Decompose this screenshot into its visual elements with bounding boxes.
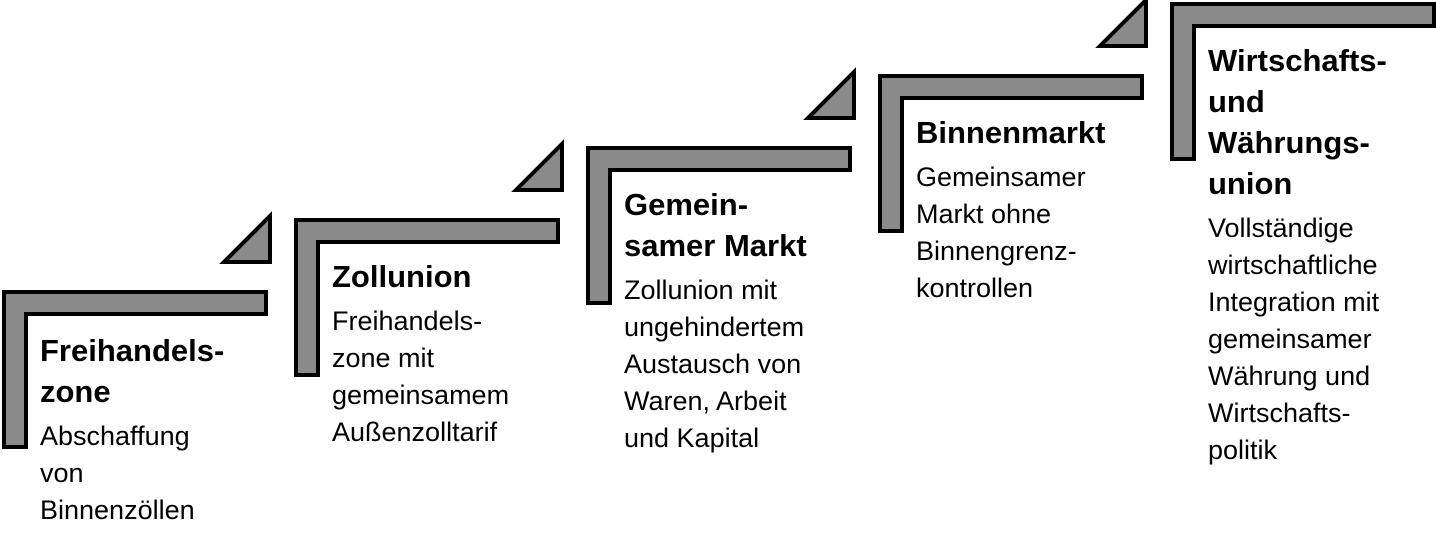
step-5-desc-line-5: Währung und [1208, 361, 1371, 391]
step-5-title-line-3: Währungs- [1208, 125, 1370, 160]
step-5-desc-line-2: wirtschaftliche [1208, 250, 1378, 280]
step-4-desc-line-4: kontrollen [916, 273, 1034, 303]
step-5-title-line-4: union [1208, 166, 1293, 201]
step-5-desc-line-1: Vollständige [1208, 213, 1354, 243]
step-5-desc-line-4: gemeinsamer [1208, 324, 1372, 354]
step-1-title-line-2: zone [40, 374, 111, 409]
step-3-desc-line-5: und Kapital [624, 423, 760, 453]
step-2-bracket [294, 218, 560, 377]
step-4-title: Binnenmarkt [916, 112, 1105, 153]
step-1-desc-line-2: von [40, 458, 84, 488]
step-4-text: Binnenmarkt Gemeinsamer Markt ohne Binne… [916, 112, 1105, 307]
step-1-title-line-1: Freihandels- [40, 333, 225, 368]
step-1-desc-line-3: Binnenzöllen [40, 495, 195, 525]
step-5-title-line-1: Wirtschafts- [1208, 43, 1387, 78]
step-5-description: Vollständige wirtschaftliche Integration… [1208, 210, 1387, 469]
step-1-text: Freihandels- zone Abschaffung von Binnen… [40, 330, 224, 529]
step-2-desc-line-1: Freihandels- [332, 306, 483, 336]
step-4-desc-line-3: Binnengrenz- [916, 236, 1077, 266]
step-3-bracket [586, 146, 852, 305]
step-3-desc-line-1: Zollunion mit [624, 275, 778, 305]
step-2-desc-line-4: Außenzolltarif [332, 417, 498, 447]
step-2-title: Zollunion [332, 256, 509, 297]
step-1-bracket [2, 290, 268, 449]
step-1-description: Abschaffung von Binnenzöllen [40, 418, 224, 529]
step-3-description: Zollunion mit ungehindertem Austausch vo… [624, 272, 807, 457]
step-5-title: Wirtschafts- und Währungs- union [1208, 40, 1387, 204]
step-4-title-line-1: Binnenmarkt [916, 115, 1106, 150]
step-1-title: Freihandels- zone [40, 330, 224, 412]
step-1-corner-triangle [219, 211, 272, 264]
step-3-corner-triangle [803, 67, 856, 120]
step-5-text: Wirtschafts- und Währungs- union Vollstä… [1208, 40, 1387, 469]
step-3-title-line-1: Gemein- [624, 187, 749, 222]
step-2-title-line-1: Zollunion [332, 259, 472, 294]
step-3-desc-line-2: ungehindertem [624, 312, 805, 342]
step-1-desc-line-1: Abschaffung [40, 421, 190, 451]
step-5-desc-line-3: Integration mit [1208, 287, 1380, 317]
step-2-text: Zollunion Freihandels- zone mit gemeinsa… [332, 256, 509, 451]
step-2-corner-triangle [511, 139, 564, 192]
step-2-desc-line-2: zone mit [332, 343, 435, 373]
step-3-desc-line-3: Austausch von [624, 349, 802, 379]
step-2-description: Freihandels- zone mit gemeinsamem Außenz… [332, 303, 509, 451]
step-4-description: Gemeinsamer Markt ohne Binnengrenz- kont… [916, 159, 1105, 307]
step-3-desc-line-4: Waren, Arbeit [624, 386, 787, 416]
step-4-desc-line-2: Markt ohne [916, 199, 1052, 229]
step-3-text: Gemein- samer Markt Zollunion mit ungehi… [624, 184, 807, 457]
step-5-bracket [1170, 2, 1436, 161]
step-5-title-line-2: und [1208, 84, 1265, 119]
step-2-desc-line-3: gemeinsamem [332, 380, 510, 410]
step-4-bracket [878, 74, 1144, 233]
step-5-desc-line-7: politik [1208, 435, 1278, 465]
step-4-corner-triangle [1095, 0, 1148, 48]
step-3-title: Gemein- samer Markt [624, 184, 807, 266]
step-4-desc-line-1: Gemeinsamer [916, 162, 1086, 192]
step-3-title-line-2: samer Markt [624, 228, 807, 263]
step-5-desc-line-6: Wirtschafts- [1208, 398, 1351, 428]
